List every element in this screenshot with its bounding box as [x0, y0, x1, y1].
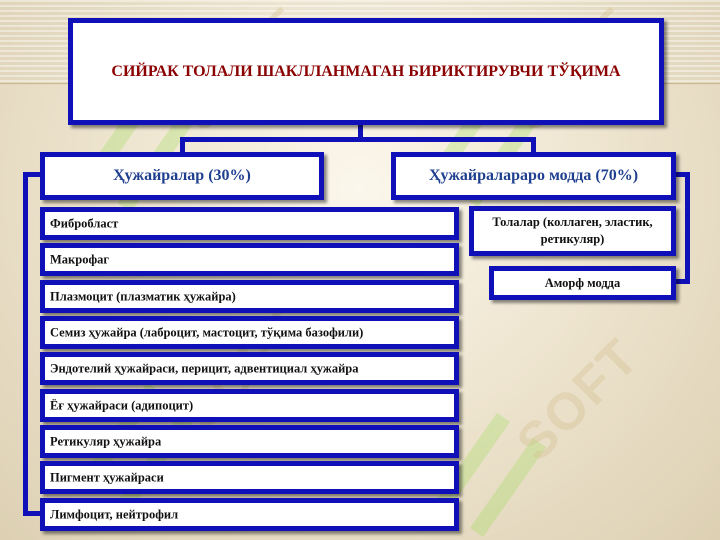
cell-item: Лимфоцит, нейтрофил [40, 498, 459, 531]
bracket-line [23, 172, 43, 177]
connector-line [531, 137, 536, 154]
cell-item-label: Ёғ ҳужайраси (адипоцит) [50, 398, 194, 412]
cell-item: Плазмоцит (плазматик ҳужайра) [40, 280, 459, 313]
cell-item-label: Ретикуляр ҳужайра [50, 434, 162, 448]
cells-header: Ҳужайралар (30%) [113, 167, 251, 184]
cell-item: Ёғ ҳужайраси (адипоцит) [40, 389, 459, 422]
cell-item-label: Эндотелий ҳужайраси, перицит, адвентициа… [50, 361, 359, 375]
bracket-line [670, 279, 690, 284]
cell-item-label: Пигмент ҳужайраси [50, 470, 164, 484]
cell-item: Макрофаг [40, 243, 459, 276]
bracket-line [685, 172, 690, 284]
cell-item-label: Семиз ҳужайра (лаброцит, мастоцит, тўқим… [50, 325, 364, 339]
cell-item: Эндотелий ҳужайраси, перицит, адвентициа… [40, 352, 459, 385]
substance-item-label: Толалар (коллаген, эластик, ретикуляр) [492, 215, 653, 246]
cell-item: Фибробласт [40, 207, 459, 240]
watermark-text: SOFT [505, 327, 651, 473]
page-title: СИЙРАК ТОЛАЛИ ШАКЛЛАНМАГАН БИРИКТИРУВЧИ … [111, 63, 621, 80]
cell-item: Ретикуляр ҳужайра [40, 425, 459, 458]
substance-item: Толалар (коллаген, эластик, ретикуляр) [469, 206, 676, 256]
cell-item: Пигмент ҳужайраси [40, 461, 459, 494]
cell-item-label: Плазмоцит (плазматик ҳужайра) [50, 289, 236, 303]
substance-header: Ҳужайралараро модда (70%) [428, 167, 639, 184]
substance-item-label: Аморф модда [544, 276, 621, 290]
cell-item: Семиз ҳужайра (лаброцит, мастоцит, тўқим… [40, 316, 459, 349]
connector-line [180, 137, 185, 154]
title-box: СИЙРАК ТОЛАЛИ ШАКЛЛАНМАГАН БИРИКТИРУВЧИ … [68, 18, 664, 125]
bracket-line [670, 172, 690, 177]
cells-header-box: Ҳужайралар (30%) [40, 152, 324, 200]
substance-header-box: Ҳужайралараро модда (70%) [391, 152, 676, 200]
bracket-line [23, 511, 43, 516]
cell-item-label: Фибробласт [50, 216, 119, 230]
connector-line [180, 137, 535, 142]
connector-line [358, 124, 363, 141]
cell-item-label: Макрофаг [50, 252, 110, 266]
bracket-line [23, 172, 28, 516]
cell-item-label: Лимфоцит, нейтрофил [50, 507, 179, 521]
substance-item: Аморф модда [489, 266, 676, 300]
